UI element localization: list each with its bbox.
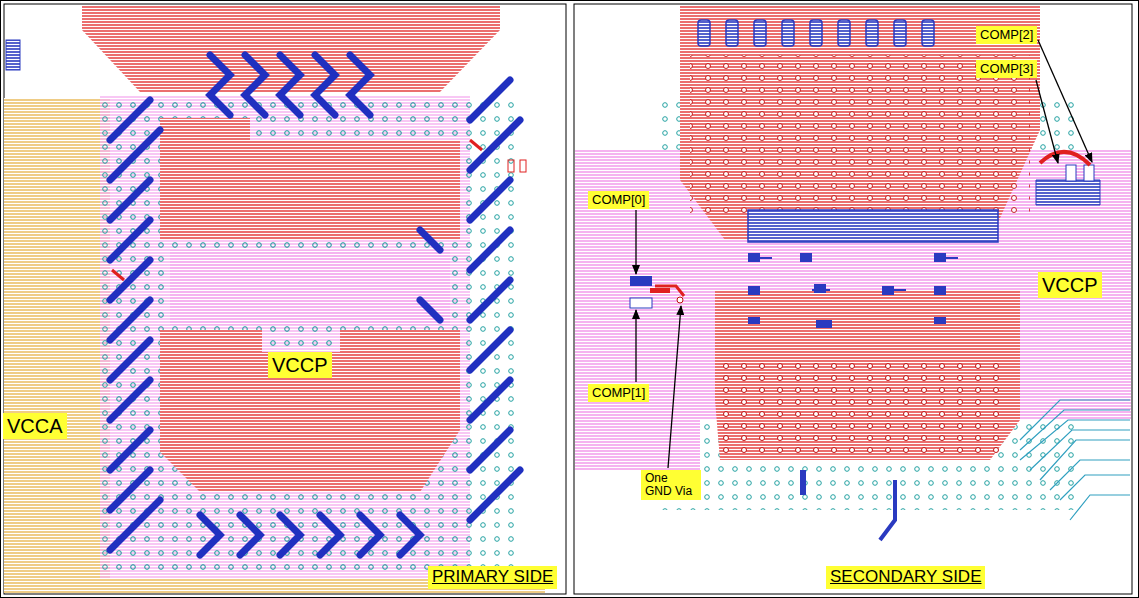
net-label: VCCA: [3, 413, 67, 439]
component-label: COMP[1]: [588, 384, 649, 402]
via-label: One GND Via: [641, 470, 701, 500]
side-label: SECONDARY SIDE: [826, 566, 985, 589]
net-label: VCCP: [268, 352, 332, 378]
component-label: COMP[2]: [976, 26, 1037, 44]
node-text: One GND Via: [645, 472, 697, 498]
node-text: SECONDARY SIDE: [830, 568, 981, 587]
node-text: COMP[3]: [980, 62, 1033, 76]
node-text: COMP[2]: [980, 28, 1033, 42]
component-label: COMP[0]: [588, 191, 649, 209]
node-text: VCCP: [272, 354, 328, 376]
component-label: COMP[3]: [976, 60, 1037, 78]
node-text: VCCP: [1042, 274, 1098, 296]
net-label: VCCP: [1038, 272, 1102, 298]
node-text: COMP[0]: [592, 193, 645, 207]
node-text: COMP[1]: [592, 386, 645, 400]
node-text: PRIMARY SIDE: [432, 568, 553, 587]
node-text: VCCA: [7, 415, 63, 437]
side-label: PRIMARY SIDE: [428, 566, 557, 589]
